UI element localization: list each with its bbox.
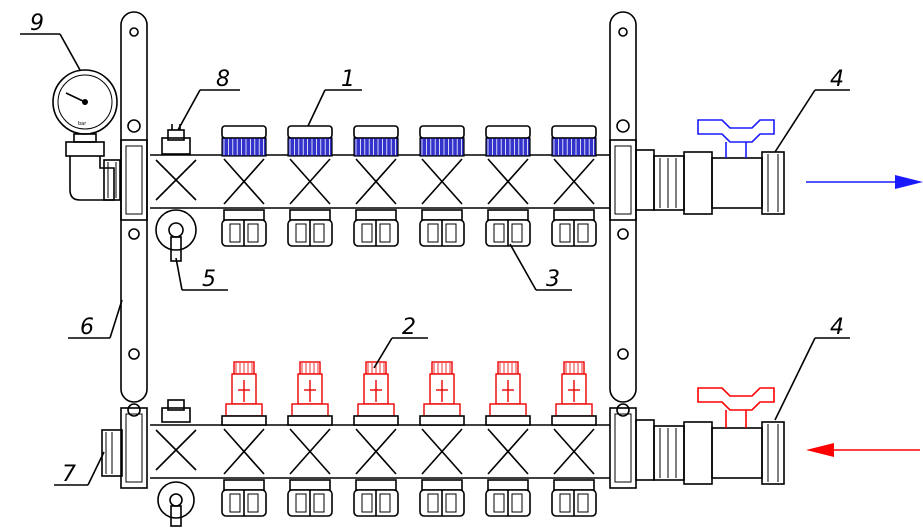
lower-outlet bbox=[353, 361, 399, 517]
upper-outlet bbox=[287, 125, 333, 247]
lower-outlet bbox=[221, 361, 267, 517]
callout-2: 2 bbox=[402, 315, 416, 340]
blue-cap bbox=[551, 125, 597, 157]
lower-outlets bbox=[221, 361, 597, 517]
upper-outlet bbox=[551, 125, 597, 247]
callout-1: 1 bbox=[341, 67, 355, 92]
right-bracket bbox=[609, 11, 637, 403]
upper-outlets bbox=[221, 125, 597, 247]
lower-outlet bbox=[287, 361, 333, 517]
end-plug bbox=[101, 429, 123, 477]
arrow-left-icon bbox=[806, 443, 920, 457]
callout-9: 9 bbox=[30, 11, 44, 36]
blue-cap bbox=[419, 125, 465, 157]
red-flowmeter bbox=[225, 361, 263, 417]
ball-valve-lower bbox=[635, 387, 785, 485]
blue-cap bbox=[485, 125, 531, 157]
callout-6: 6 bbox=[80, 315, 94, 340]
air-vent-upper bbox=[155, 124, 197, 201]
blue-cap bbox=[221, 125, 267, 157]
upper-outlet bbox=[353, 125, 399, 247]
drain-valve-upper bbox=[155, 209, 197, 262]
gauge-unit-label: bar bbox=[78, 121, 87, 127]
pressure-gauge: bar bbox=[52, 69, 121, 201]
leader-lines bbox=[20, 33, 850, 486]
ball-valve-upper bbox=[635, 119, 785, 215]
lower-outlet bbox=[419, 361, 465, 517]
callout-3: 3 bbox=[546, 267, 560, 292]
upper-outlet bbox=[221, 125, 267, 247]
callout-7: 7 bbox=[62, 462, 76, 487]
air-vent-lower bbox=[155, 399, 197, 471]
callout-5: 5 bbox=[202, 267, 216, 292]
arrow-right-icon bbox=[806, 175, 923, 189]
upper-outlet bbox=[485, 125, 531, 247]
left-bracket bbox=[120, 11, 148, 403]
callout-4-upper: 4 bbox=[830, 67, 844, 92]
callout-8: 8 bbox=[216, 67, 230, 92]
upper-outlet bbox=[419, 125, 465, 247]
red-flowmeter bbox=[291, 361, 329, 417]
lower-outlet bbox=[485, 361, 531, 517]
blue-cap bbox=[287, 125, 333, 157]
callout-4-lower: 4 bbox=[830, 315, 844, 340]
lower-outlet bbox=[551, 361, 597, 517]
red-flowmeter bbox=[357, 361, 395, 417]
red-flowmeter bbox=[489, 361, 527, 417]
red-flowmeter bbox=[423, 361, 461, 417]
drain-valve-lower bbox=[157, 481, 195, 527]
red-flowmeter bbox=[555, 361, 593, 417]
blue-cap bbox=[353, 125, 399, 157]
